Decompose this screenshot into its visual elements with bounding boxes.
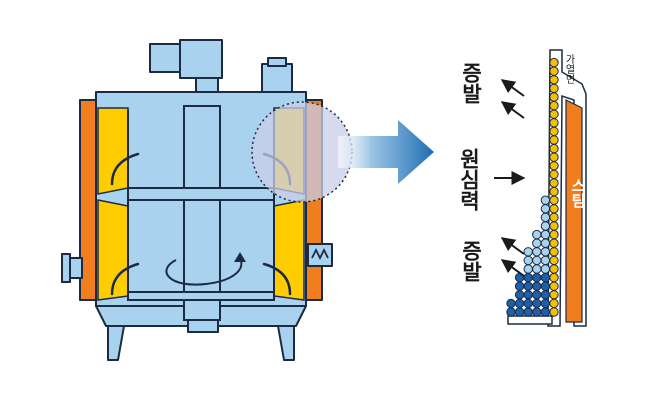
droplet [549,247,559,257]
droplet [532,281,542,291]
droplet [540,247,551,257]
rotor-upper-arm [127,187,275,201]
droplet [532,229,542,240]
droplet [532,298,542,309]
droplet [540,221,551,231]
droplet [549,100,559,111]
droplet [549,204,559,214]
droplet [532,255,542,266]
droplet [549,178,559,188]
label-centrifugal-force: 원심력 [457,148,481,211]
droplet [514,307,525,317]
droplet [523,281,533,291]
droplet [549,118,559,128]
droplet [549,135,559,145]
droplet [514,281,525,291]
droplet [514,298,525,309]
droplet [523,247,533,257]
rotor [127,105,275,321]
rotor-lower-arm [127,291,275,301]
condensate-nozzle [307,243,333,267]
vapor-outlet-pipe [261,63,293,95]
droplet [549,238,559,248]
droplet [532,307,542,317]
droplet [523,290,533,300]
vapor-arrows [500,79,525,277]
droplet [540,204,551,214]
detail-view [506,49,587,327]
leg-right [277,325,295,361]
droplet [549,290,559,300]
rotor-shaft [183,105,221,321]
droplet [532,247,542,257]
droplet [540,229,551,240]
droplet [540,238,551,248]
steam-inlet-flange [61,253,71,283]
droplet [540,264,551,274]
droplet [549,169,559,180]
liquid-droplets [506,57,559,317]
droplet [523,264,533,274]
droplet [549,109,559,119]
droplet [532,238,542,248]
droplet [549,264,559,274]
steam-strip [565,99,583,323]
droplet [549,229,559,240]
droplet [514,290,525,300]
droplet [549,57,559,68]
magnify-arrow [338,120,434,184]
bottom-plate [507,315,553,325]
droplet [549,195,559,205]
droplet [549,161,559,171]
magnifier-circle [251,101,353,203]
droplet [540,307,551,317]
label-evaporation-bottom: 증발 [459,240,483,282]
droplet [549,66,559,76]
droplet [540,298,551,309]
droplet [540,290,551,300]
label-heating-surface: 가열면 [563,54,574,84]
droplet [549,186,559,197]
droplet [549,75,559,85]
rotation-arrow [165,252,246,286]
droplet [523,272,533,283]
droplet [532,264,542,274]
droplet [540,195,551,205]
droplet [532,290,542,300]
motor-housing [179,39,223,79]
droplet [506,307,516,317]
droplet [549,272,559,283]
droplet [540,272,551,283]
droplet [549,221,559,231]
label-evaporation-top: 증발 [459,62,483,104]
droplet [549,212,559,223]
droplet [549,126,559,137]
droplet [523,298,533,309]
droplet [523,255,533,266]
droplet [506,298,516,309]
droplet [549,152,559,162]
leg-left [107,325,125,361]
droplet [549,298,559,309]
droplet [540,212,551,223]
droplet [523,307,533,317]
droplet [549,83,559,94]
vapor-outlet-flange [267,57,287,67]
heater-symbol [311,247,329,261]
label-steam: 스팀 [569,178,587,208]
droplet [549,143,559,154]
droplet [549,92,559,102]
droplet [540,281,551,291]
droplet [532,272,542,283]
droplet [540,255,551,266]
droplet [549,281,559,291]
droplet [549,307,559,317]
motor-block [149,43,185,73]
droplet [549,255,559,266]
